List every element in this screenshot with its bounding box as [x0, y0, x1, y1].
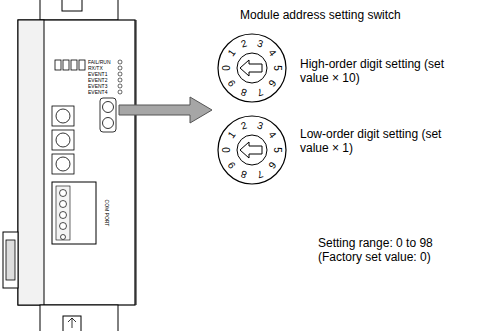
module-rotary-switches: [52, 106, 74, 174]
dial-digit: 5: [272, 65, 282, 71]
led-label: EVENT2: [88, 78, 107, 83]
module-body: [18, 20, 135, 305]
led: [55, 60, 61, 70]
bottom-mark: [68, 318, 76, 328]
high-order-dial: [218, 34, 286, 102]
port-label: COM PORT: [104, 200, 109, 227]
led: [71, 60, 77, 70]
bottom-latch: [40, 305, 118, 331]
side-connector-pins: [6, 240, 15, 280]
bottom-hook: [63, 316, 81, 331]
side-rail: [18, 20, 44, 305]
note-text: Setting range: 0 to 98 (Factory set valu…: [318, 236, 463, 265]
callout-text: High-order digit setting (set value × 10…: [300, 57, 450, 86]
dial-digit: 5: [272, 147, 282, 153]
module-address-switch: [100, 98, 116, 132]
led-label: RX/TX: [88, 66, 103, 71]
top-latch: [40, 0, 118, 20]
led-label: EVENT4: [88, 90, 107, 95]
pointer-arrow: [119, 97, 212, 123]
led: [63, 60, 69, 70]
top-hook: [62, 0, 82, 11]
indicator-dots: [118, 60, 122, 94]
body-edge: [136, 20, 137, 305]
terminal-block: [52, 182, 96, 244]
led-label: FAIL/RUN: [88, 60, 111, 65]
dial-digit: 0: [222, 147, 232, 153]
callout-text: Low-order digit setting (set value × 1): [300, 127, 450, 156]
led: [79, 60, 85, 70]
low-order-dial: [218, 116, 286, 184]
callout-title: Module address setting switch: [240, 8, 480, 22]
led-label: EVENT1: [88, 72, 107, 77]
dial-digit: 0: [222, 65, 232, 71]
led-label: EVENT3: [88, 84, 107, 89]
side-connector: [3, 232, 18, 288]
